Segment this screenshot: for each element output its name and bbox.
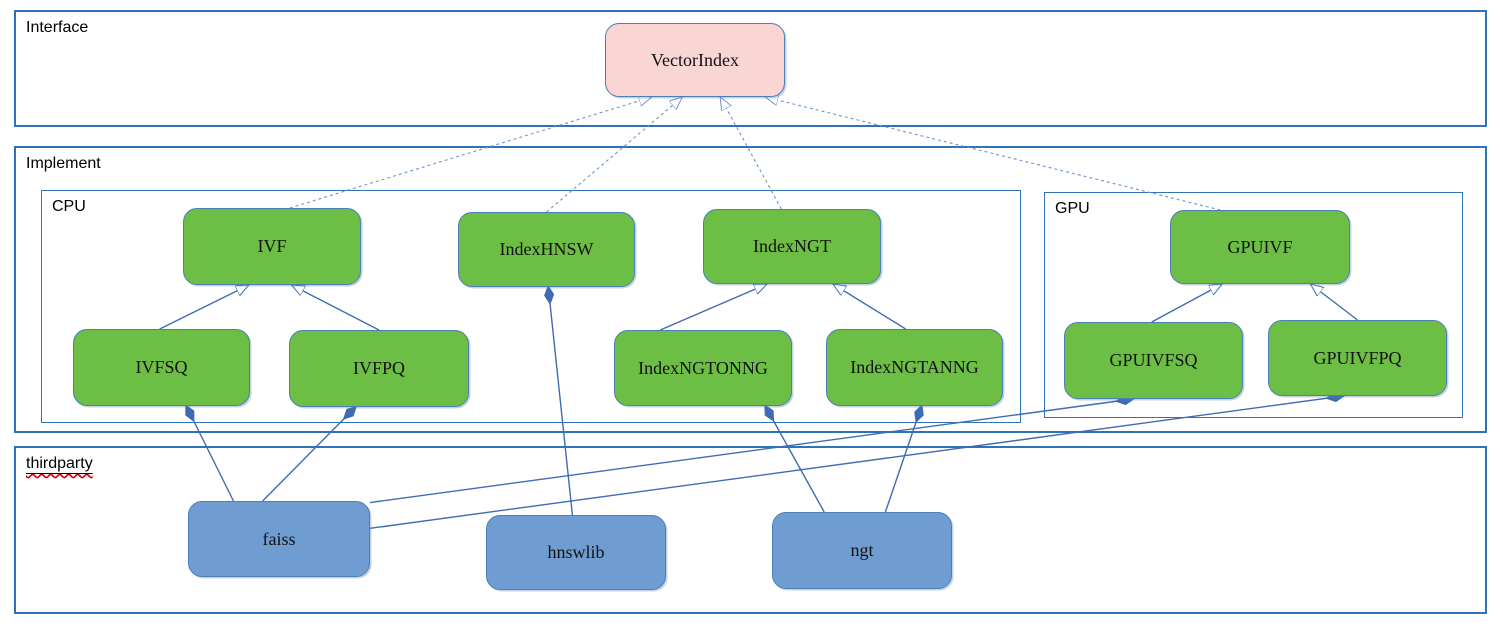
node-label: IndexNGT	[753, 236, 831, 256]
node-label: hnswlib	[547, 542, 605, 562]
node-label: IndexNGTONNG	[638, 357, 768, 378]
edge-GPUIVF-to-VectorIndex	[765, 97, 1221, 211]
section-thirdparty-label: thirdparty	[26, 455, 93, 473]
node-label: IndexHNSW	[499, 239, 594, 259]
node-gpuivfsq[interactable]: GPUIVFSQ	[1064, 322, 1243, 399]
node-indexngtanng[interactable]: IndexNGTANNG	[826, 329, 1003, 406]
misspelled-word: thirdparty	[26, 455, 93, 472]
node-label: IVFSQ	[135, 357, 188, 377]
node-label: IVF	[257, 236, 287, 256]
edge-hnswlib-to-IndexHNSW	[548, 287, 574, 516]
node-label: faiss	[262, 528, 296, 549]
node-label: IVFPQ	[352, 358, 405, 378]
edge-ngt-to-IndexNGTONNG	[765, 406, 825, 513]
node-label: ngt	[850, 540, 874, 560]
node-label: VectorIndex	[651, 49, 739, 70]
node-label: GPUIVFPQ	[1313, 347, 1402, 368]
section-interface-label: Interface	[26, 19, 89, 36]
node-label: IndexNGTANNG	[850, 357, 979, 377]
section-gpu[interactable]: GPU	[1044, 192, 1463, 418]
node-indexhnsw[interactable]: IndexHNSW	[458, 212, 635, 287]
edge-IndexNGTONNG-to-IndexNGT	[660, 283, 767, 331]
node-ivf[interactable]: IVF	[183, 208, 361, 285]
node-indexngtonng[interactable]: IndexNGTONNG	[614, 330, 792, 406]
section-implement[interactable]: Implement	[14, 146, 1487, 433]
edge-GPUIVFSQ-to-GPUIVF	[1151, 283, 1222, 323]
node-ivfpq[interactable]: IVFPQ	[289, 330, 469, 407]
edge-ngt-to-IndexNGTANNG	[884, 406, 921, 513]
edge-IndexNGTANNG-to-IndexNGT	[833, 284, 907, 330]
edge-IVFSQ-to-IVF	[159, 284, 249, 330]
edge-IVF-to-VectorIndex	[289, 97, 652, 209]
section-thirdparty[interactable]: thirdparty	[14, 446, 1487, 614]
node-label: GPUIVFSQ	[1109, 350, 1198, 370]
section-cpu-label: CPU	[52, 198, 86, 215]
node-ngt[interactable]: ngt	[772, 512, 952, 589]
node-indexngt[interactable]: IndexNGT	[703, 209, 881, 284]
edge-IVFPQ-to-IVF	[292, 284, 380, 331]
edge-IndexNGT-to-VectorIndex	[720, 97, 782, 210]
node-ivfsq[interactable]: IVFSQ	[73, 329, 250, 406]
section-cpu[interactable]: CPU	[41, 190, 1021, 423]
section-interface[interactable]: Interface	[14, 10, 1487, 127]
node-hnswlib[interactable]: hnswlib	[486, 515, 666, 590]
edge-GPUIVFPQ-to-GPUIVF	[1310, 284, 1358, 321]
node-gpuivf[interactable]: GPUIVF	[1170, 210, 1350, 284]
edge-faiss-to-GPUIVFSQ	[369, 399, 1133, 504]
node-gpuivfpq[interactable]: GPUIVFPQ	[1268, 320, 1447, 396]
edge-faiss-to-IVFSQ	[186, 406, 235, 502]
section-implement-label: Implement	[26, 155, 101, 172]
edge-faiss-to-GPUIVFPQ	[369, 396, 1343, 530]
node-vectorindex[interactable]: VectorIndex	[605, 23, 785, 97]
edge-faiss-to-IVFPQ	[262, 407, 356, 502]
node-faiss[interactable]: faiss	[188, 501, 370, 577]
node-label: GPUIVF	[1227, 236, 1293, 257]
section-gpu-label: GPU	[1055, 200, 1090, 217]
edge-IndexHNSW-to-VectorIndex	[546, 97, 683, 213]
